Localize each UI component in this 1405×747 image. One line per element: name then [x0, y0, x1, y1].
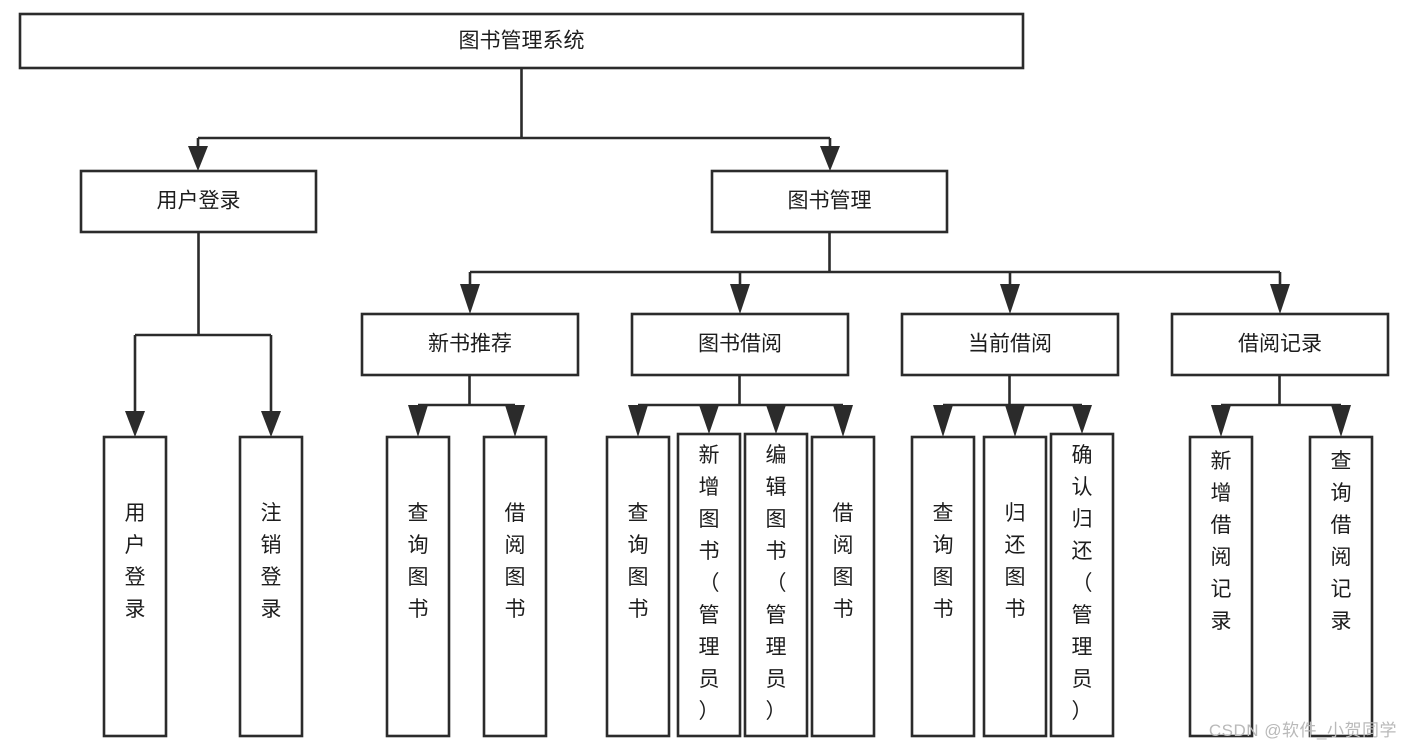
node-borrow-record-label: 借阅记录 — [1238, 333, 1322, 356]
csdn-watermark: CSDN @软件_小贺同学 — [1208, 721, 1397, 740]
node-leaf-return-book-label: 归还图书 — [1005, 502, 1026, 621]
node-leaf-query-book-3[interactable]: 查询图书 — [910, 435, 976, 738]
node-book-manage-box[interactable] — [710, 169, 949, 234]
node-leaf-add-book-admin-label: 新增图书（管理员） — [699, 444, 720, 723]
connector-layer — [125, 68, 1351, 437]
node-leaf-edit-book-admin-box[interactable] — [743, 432, 809, 738]
arrowhead-leaf-edit-book-admin — [766, 405, 786, 434]
arrowhead-leaf-add-book-admin — [699, 405, 719, 434]
node-new-book-recommend[interactable]: 新书推荐 — [360, 312, 580, 377]
node-leaf-user-login-box[interactable] — [102, 435, 168, 738]
arrowhead-borrow-record — [1270, 284, 1290, 314]
node-leaf-query-book-1-box[interactable] — [385, 435, 451, 738]
node-root-label: 图书管理系统 — [459, 30, 585, 53]
node-leaf-user-logout-label: 注销登录 — [261, 502, 282, 621]
node-leaf-borrow-book-1[interactable]: 借阅图书 — [482, 435, 548, 738]
node-leaf-query-book-3-box[interactable] — [910, 435, 976, 738]
node-leaf-user-login[interactable]: 用户登录 — [102, 435, 168, 738]
arrowhead-leaf-query-book-3 — [933, 405, 953, 437]
node-leaf-query-borrow-record-box[interactable] — [1308, 435, 1374, 738]
arrowhead-leaf-query-book-2 — [628, 405, 648, 437]
node-leaf-return-book[interactable]: 归还图书 — [982, 435, 1048, 738]
node-leaf-query-borrow-record[interactable]: 查询借阅记录 — [1308, 435, 1374, 738]
arrowhead-leaf-borrow-book-2 — [833, 405, 853, 437]
node-root-box[interactable] — [18, 12, 1025, 70]
node-leaf-query-book-2-label: 查询图书 — [628, 502, 649, 621]
node-book-borrow-box[interactable] — [630, 312, 850, 377]
node-current-borrow[interactable]: 当前借阅 — [900, 312, 1120, 377]
arrowhead-book-manage — [820, 146, 840, 171]
node-leaf-user-login-label: 用户登录 — [125, 502, 146, 621]
node-leaf-confirm-return-admin-box[interactable] — [1049, 432, 1115, 738]
arrowhead-leaf-user-logout — [261, 411, 281, 437]
node-leaf-add-borrow-record-box[interactable] — [1188, 435, 1254, 738]
arrowhead-current-borrow — [1000, 284, 1020, 314]
node-leaf-edit-book-admin-label: 编辑图书（管理员） — [766, 444, 787, 723]
node-leaf-borrow-book-2-box[interactable] — [810, 435, 876, 738]
node-new-book-recommend-label: 新书推荐 — [428, 333, 512, 356]
leaf-layer: 用户登录 注销登录 查询图书 借阅图书 查询图书 新增图书（管理员） — [102, 432, 1374, 738]
arrowhead-leaf-borrow-book-1 — [505, 405, 525, 437]
node-leaf-borrow-book-1-label: 借阅图书 — [505, 502, 526, 621]
arrowhead-leaf-return-book — [1005, 405, 1025, 437]
node-leaf-add-book-admin[interactable]: 新增图书（管理员） — [676, 432, 742, 738]
node-current-borrow-label: 当前借阅 — [968, 333, 1052, 356]
arrowhead-book-borrow — [730, 284, 750, 314]
node-root[interactable]: 图书管理系统 — [18, 12, 1025, 70]
arrowhead-user-login — [188, 146, 208, 171]
node-leaf-add-borrow-record-label: 新增借阅记录 — [1211, 450, 1232, 633]
node-user-login-label: 用户登录 — [157, 190, 241, 213]
node-leaf-return-book-box[interactable] — [982, 435, 1048, 738]
node-leaf-query-book-2-box[interactable] — [605, 435, 671, 738]
node-leaf-query-borrow-record-label: 查询借阅记录 — [1331, 450, 1352, 633]
arrowhead-leaf-query-borrow-record — [1331, 405, 1351, 437]
node-borrow-record-box[interactable] — [1170, 312, 1390, 377]
arrowhead-new-book-recommend — [460, 284, 480, 314]
node-leaf-query-book-3-label: 查询图书 — [933, 502, 954, 621]
node-book-borrow[interactable]: 图书借阅 — [630, 312, 850, 377]
arrowhead-leaf-query-book-1 — [408, 405, 428, 437]
node-leaf-borrow-book-2[interactable]: 借阅图书 — [810, 435, 876, 738]
node-borrow-record[interactable]: 借阅记录 — [1170, 312, 1390, 377]
node-book-manage-label: 图书管理 — [788, 190, 872, 213]
node-user-login-box[interactable] — [79, 169, 318, 234]
arrowhead-leaf-confirm-return-admin — [1072, 405, 1092, 434]
node-leaf-confirm-return-admin[interactable]: 确认归还（管理员） — [1049, 432, 1115, 738]
node-leaf-user-logout[interactable]: 注销登录 — [238, 435, 304, 738]
node-leaf-add-book-admin-box[interactable] — [676, 432, 742, 738]
node-book-borrow-label: 图书借阅 — [698, 333, 782, 356]
node-leaf-query-book-2[interactable]: 查询图书 — [605, 435, 671, 738]
node-leaf-query-book-1[interactable]: 查询图书 — [385, 435, 451, 738]
node-leaf-user-logout-box[interactable] — [238, 435, 304, 738]
node-leaf-add-borrow-record[interactable]: 新增借阅记录 — [1188, 435, 1254, 738]
node-leaf-query-book-1-label: 查询图书 — [408, 502, 429, 621]
node-book-manage[interactable]: 图书管理 — [710, 169, 949, 234]
node-leaf-confirm-return-admin-label: 确认归还（管理员） — [1072, 444, 1093, 723]
node-current-borrow-box[interactable] — [900, 312, 1120, 377]
arrowhead-leaf-add-borrow-record — [1211, 405, 1231, 437]
node-leaf-borrow-book-1-box[interactable] — [482, 435, 548, 738]
node-user-login[interactable]: 用户登录 — [79, 169, 318, 234]
node-leaf-borrow-book-2-label: 借阅图书 — [833, 502, 854, 621]
arrowhead-leaf-user-login — [125, 411, 145, 437]
node-leaf-edit-book-admin[interactable]: 编辑图书（管理员） — [743, 432, 809, 738]
node-new-book-recommend-box[interactable] — [360, 312, 580, 377]
